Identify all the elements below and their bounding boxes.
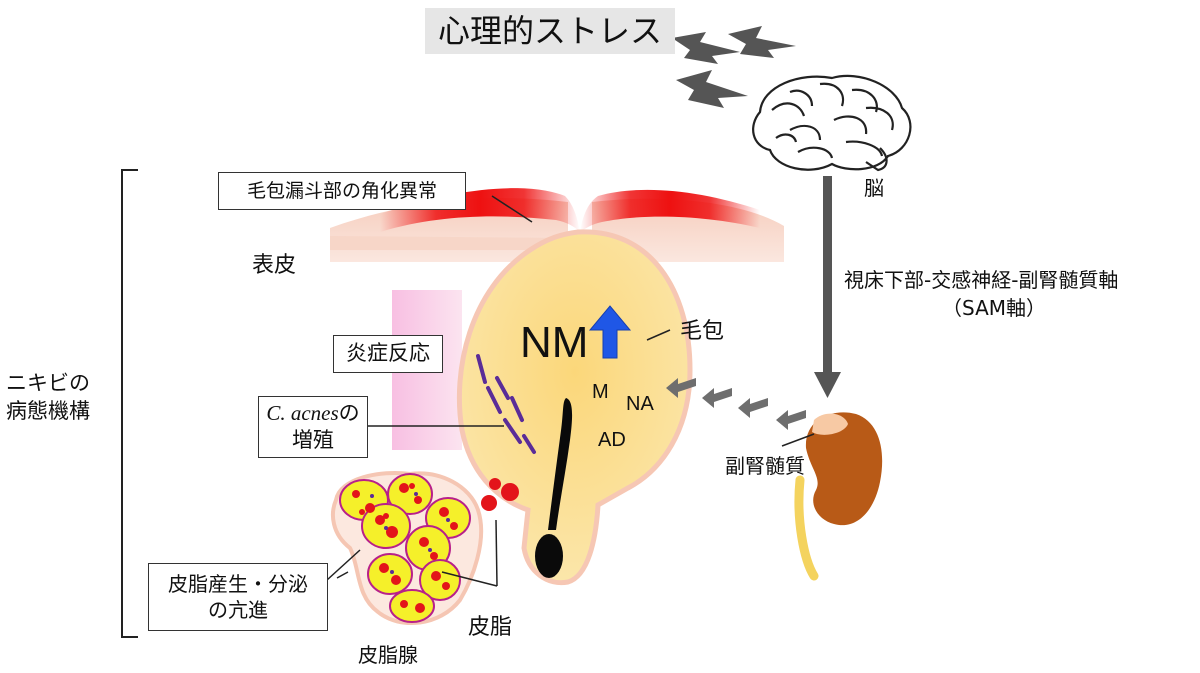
acnes-suffix: の xyxy=(338,400,360,425)
sebum-production-line1: 皮脂産生・分泌 xyxy=(168,572,308,596)
sebaceous-gland-icon xyxy=(331,471,484,625)
keratin-abnormality-right xyxy=(580,189,760,232)
lightning-icon xyxy=(672,26,796,108)
sebum-production-line2: の亢進 xyxy=(208,598,268,622)
axis-label-line1: 視床下部-交感神経-副腎髄質軸 xyxy=(844,268,1119,292)
sebum-production-box: 皮脂産生・分泌 の亢進 xyxy=(148,563,328,631)
leader-lines xyxy=(326,195,815,587)
mechanism-label-line2: 病態機構 xyxy=(6,399,90,423)
inflammation-text: 炎症反応 xyxy=(346,341,430,366)
hair-icon xyxy=(535,398,573,578)
acnes-line1: C. acnesの xyxy=(266,400,359,427)
sam-axis-arrow xyxy=(814,176,841,398)
acnes-box: C. acnesの 増殖 xyxy=(258,396,368,458)
inflammation-box: 炎症反応 xyxy=(333,335,443,373)
follicle-label: 毛包 xyxy=(680,319,725,344)
mechanism-label-line1: ニキビの xyxy=(6,371,90,395)
brain-icon xyxy=(752,74,912,172)
adrenal-medulla-label: 副腎髄質 xyxy=(725,454,805,478)
nm-label: NM xyxy=(520,318,589,367)
mechanism-bracket xyxy=(121,169,138,638)
adrenal-kidney-icon xyxy=(794,412,883,581)
ad-label: AD xyxy=(598,429,626,451)
keratinization-text: 毛包漏斗部の角化異常 xyxy=(246,179,437,202)
brain-label: 脳 xyxy=(864,176,884,200)
sebaceous-gland-label: 皮脂腺 xyxy=(358,643,418,667)
epidermis-label: 表皮 xyxy=(252,253,297,278)
m-label: M xyxy=(592,381,609,403)
axis-label-line2: （SAM軸） xyxy=(942,296,1047,320)
up-arrow-icon xyxy=(588,305,632,359)
na-label: NA xyxy=(626,393,654,415)
acnes-line2: 増殖 xyxy=(292,428,334,452)
sebum-label: 皮脂 xyxy=(468,615,513,640)
page-title: 心理的ストレス xyxy=(425,8,675,54)
hair-follicle xyxy=(456,229,693,586)
acnes-species: C. acnes xyxy=(266,400,339,425)
bacteria-rods xyxy=(476,354,536,454)
keratinization-box: 毛包漏斗部の角化異常 xyxy=(218,172,466,210)
hormone-arrows xyxy=(666,378,806,430)
keratin-abnormality xyxy=(380,188,580,232)
